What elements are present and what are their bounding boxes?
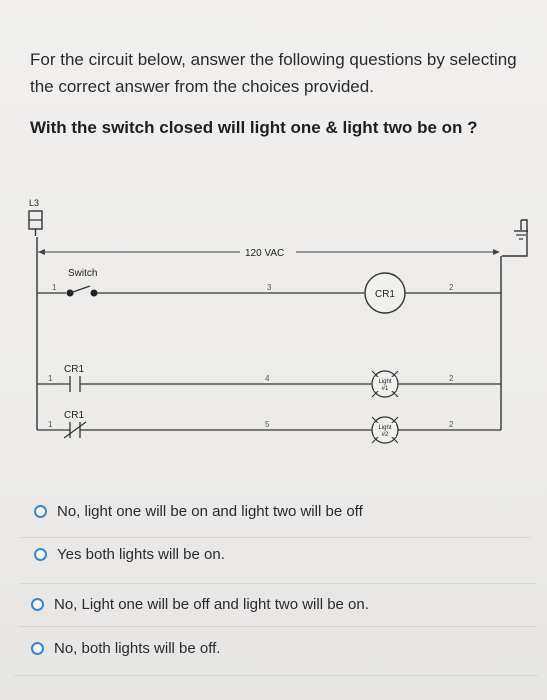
answer-option-4[interactable]: No, both lights will be off. bbox=[31, 640, 220, 657]
answer-option-3[interactable]: No, Light one will be off and light two … bbox=[31, 596, 369, 613]
light-two-label: Light bbox=[378, 425, 391, 431]
answer-option-3-label: No, Light one will be off and light two … bbox=[54, 596, 369, 613]
light-two-icon bbox=[371, 416, 399, 444]
light-one-number: #1 bbox=[382, 386, 389, 392]
radio-circle-icon[interactable] bbox=[31, 598, 44, 611]
question-prompt: For the circuit below, answer the follow… bbox=[30, 50, 517, 96]
wire-number-2-row2: 2 bbox=[449, 374, 454, 383]
radio-circle-icon[interactable] bbox=[34, 505, 47, 518]
relay-coil-label: CR1 bbox=[375, 289, 395, 300]
answer-option-4-label: No, both lights will be off. bbox=[54, 640, 221, 657]
ladder-diagram: L3 120 VAC Switch 1 3 CR1 2 1 CR1 bbox=[28, 198, 528, 444]
option-divider bbox=[20, 537, 530, 538]
wire-number-2-row1: 2 bbox=[449, 283, 454, 292]
answer-option-1[interactable]: No, light one will be on and light two w… bbox=[34, 503, 363, 520]
wire-number-4: 4 bbox=[265, 374, 270, 383]
option-divider bbox=[18, 626, 536, 627]
wire-number-1-row2: 1 bbox=[48, 374, 53, 383]
wire-number-1: 1 bbox=[52, 283, 57, 292]
switch-icon bbox=[66, 285, 98, 297]
answer-option-1-label: No, light one will be on and light two w… bbox=[57, 503, 363, 520]
answer-option-2-label: Yes both lights will be on. bbox=[57, 546, 225, 563]
radio-circle-icon[interactable] bbox=[31, 642, 44, 655]
ground-icon bbox=[502, 219, 528, 257]
radio-circle-icon[interactable] bbox=[34, 548, 47, 561]
switch-label: Switch bbox=[68, 268, 97, 279]
contact-no-label: CR1 bbox=[64, 364, 84, 375]
question-text: With the switch closed will light one & … bbox=[30, 118, 478, 137]
contact-nc-label: CR1 bbox=[64, 410, 84, 421]
terminal-l3-label: L3 bbox=[29, 198, 39, 208]
option-divider bbox=[20, 583, 535, 584]
fuse-icon bbox=[28, 210, 43, 236]
voltage-indicator bbox=[38, 249, 500, 255]
answer-option-2[interactable]: Yes both lights will be on. bbox=[34, 546, 225, 563]
normally-closed-contact-icon bbox=[63, 421, 87, 439]
normally-open-contact-icon bbox=[63, 376, 81, 392]
wire-number-3: 3 bbox=[267, 283, 272, 292]
light-one-label: Light bbox=[378, 379, 391, 385]
wire-number-1-row3: 1 bbox=[48, 420, 53, 429]
wire-number-5: 5 bbox=[265, 420, 270, 429]
voltage-label: 120 VAC bbox=[245, 248, 284, 259]
light-two-number: #2 bbox=[382, 432, 389, 438]
light-one-icon bbox=[371, 370, 399, 398]
wire-number-2-row3: 2 bbox=[449, 420, 454, 429]
option-divider bbox=[14, 675, 538, 676]
